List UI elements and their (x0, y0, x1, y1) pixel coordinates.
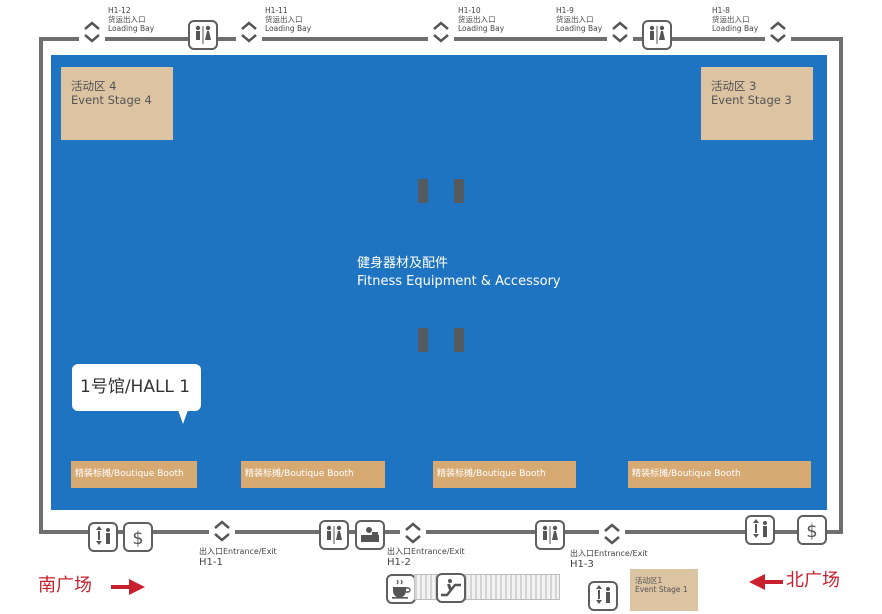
entrance-door-icon[interactable] (209, 518, 235, 544)
exhibit-category-en: Fitness Equipment & Accessory (357, 274, 561, 289)
loading-bay-en: Loading Bay (265, 24, 312, 33)
loading-bay-door-icon[interactable] (428, 19, 454, 45)
event-stage-3[interactable]: 活动区 3 Event Stage 3 (701, 67, 813, 140)
event-stage-4[interactable]: 活动区 4 Event Stage 4 (61, 67, 173, 140)
entrance-door-icon[interactable] (599, 521, 625, 547)
loading-bay-cn: 货运出入口 (458, 15, 496, 24)
event-stage-1-en: Event Stage 1 (635, 585, 688, 594)
pillar (454, 328, 464, 352)
pillar (418, 179, 428, 203)
loading-bay-label: H1-12 货运出入口 Loading Bay (108, 6, 155, 33)
loading-bay-en: Loading Bay (458, 24, 505, 33)
svg-text:$: $ (806, 521, 817, 542)
entrance-label: 出入口Entrance/Exit H1-2 (387, 547, 465, 568)
pillar (454, 179, 464, 203)
cafe-icon[interactable] (386, 574, 416, 604)
wall-left (39, 37, 43, 534)
loading-bay-cn: 货运出入口 (712, 15, 750, 24)
loading-bay-code: H1-12 (108, 6, 131, 15)
loading-bay-en: Loading Bay (712, 24, 759, 33)
exhibit-category-cn: 健身器材及配件 (357, 256, 449, 271)
entrance-text: 出入口Entrance/Exit (570, 549, 648, 558)
north-plaza-label: 北广场 (786, 570, 840, 592)
boutique-booth[interactable]: 精装标摊/Boutique Booth (628, 461, 811, 488)
svg-text:$: $ (132, 528, 143, 549)
boutique-booth[interactable]: 精装标摊/Boutique Booth (241, 461, 385, 488)
entrance-text: 出入口Entrance/Exit (199, 547, 277, 556)
atm-icon[interactable]: $ (123, 522, 153, 552)
restroom-icon[interactable] (188, 20, 218, 50)
south-plaza-text: 南广场 (38, 575, 92, 596)
entrance-text: 出入口Entrance/Exit (387, 547, 465, 556)
entrance-code: H1-3 (570, 559, 594, 570)
loading-bay-code: H1-11 (265, 6, 288, 15)
boutique-booth[interactable]: 精装标摊/Boutique Booth (433, 461, 576, 488)
elevator-icon[interactable] (88, 522, 118, 552)
loading-bay-label: H1-10 货运出入口 Loading Bay (458, 6, 505, 33)
north-plaza-text: 北广场 (786, 570, 840, 591)
event-stage-1[interactable]: 活动区1 Event Stage 1 (630, 569, 698, 611)
loading-bay-code: H1-9 (556, 6, 574, 15)
south-plaza-label: 南广场 (38, 575, 92, 597)
service-desk-icon[interactable] (355, 520, 385, 550)
hall-name-callout: 1号馆/HALL 1 (72, 364, 201, 411)
event-stage-1-cn: 活动区1 (635, 576, 663, 585)
loading-bay-code: H1-8 (712, 6, 730, 15)
loading-bay-door-icon[interactable] (607, 19, 633, 45)
loading-bay-label: H1-9 货运出入口 Loading Bay (556, 6, 603, 33)
entrance-label: 出入口Entrance/Exit H1-3 (570, 549, 648, 570)
loading-bay-en: Loading Bay (108, 24, 155, 33)
escalator-icon[interactable] (436, 573, 466, 603)
restroom-icon[interactable] (642, 20, 672, 50)
elevator-icon[interactable] (588, 581, 618, 611)
exhibit-category-label: 健身器材及配件 Fitness Equipment & Accessory (357, 255, 561, 291)
atm-icon[interactable]: $ (797, 515, 827, 545)
loading-bay-door-icon[interactable] (79, 19, 105, 45)
event-stage-3-en: Event Stage 3 (711, 93, 792, 107)
loading-bay-label: H1-11 货运出入口 Loading Bay (265, 6, 312, 33)
entrance-code: H1-1 (199, 557, 223, 568)
event-stage-3-cn: 活动区 3 (711, 79, 757, 93)
entrance-code: H1-2 (387, 557, 411, 568)
loading-bay-code: H1-10 (458, 6, 481, 15)
event-stage-4-cn: 活动区 4 (71, 79, 117, 93)
restroom-icon[interactable] (319, 520, 349, 550)
loading-bay-cn: 货运出入口 (108, 15, 146, 24)
arrow-left-icon (749, 574, 783, 590)
elevator-icon[interactable] (745, 515, 775, 545)
entrance-label: 出入口Entrance/Exit H1-1 (199, 547, 277, 568)
event-stage-4-en: Event Stage 4 (71, 93, 152, 107)
loading-bay-label: H1-8 货运出入口 Loading Bay (712, 6, 759, 33)
arrow-right-icon (111, 579, 145, 595)
loading-bay-door-icon[interactable] (765, 19, 791, 45)
loading-bay-cn: 货运出入口 (556, 15, 594, 24)
loading-bay-cn: 货运出入口 (265, 15, 303, 24)
wall-bottom (39, 530, 843, 534)
boutique-booth[interactable]: 精装标摊/Boutique Booth (71, 461, 197, 488)
entrance-door-icon[interactable] (400, 520, 426, 546)
wall-right (839, 37, 843, 534)
loading-bay-en: Loading Bay (556, 24, 603, 33)
callout-pointer (178, 410, 188, 424)
loading-bay-door-icon[interactable] (236, 19, 262, 45)
hall-1-floor[interactable] (51, 55, 827, 510)
pillar (418, 328, 428, 352)
restroom-icon[interactable] (535, 520, 565, 550)
